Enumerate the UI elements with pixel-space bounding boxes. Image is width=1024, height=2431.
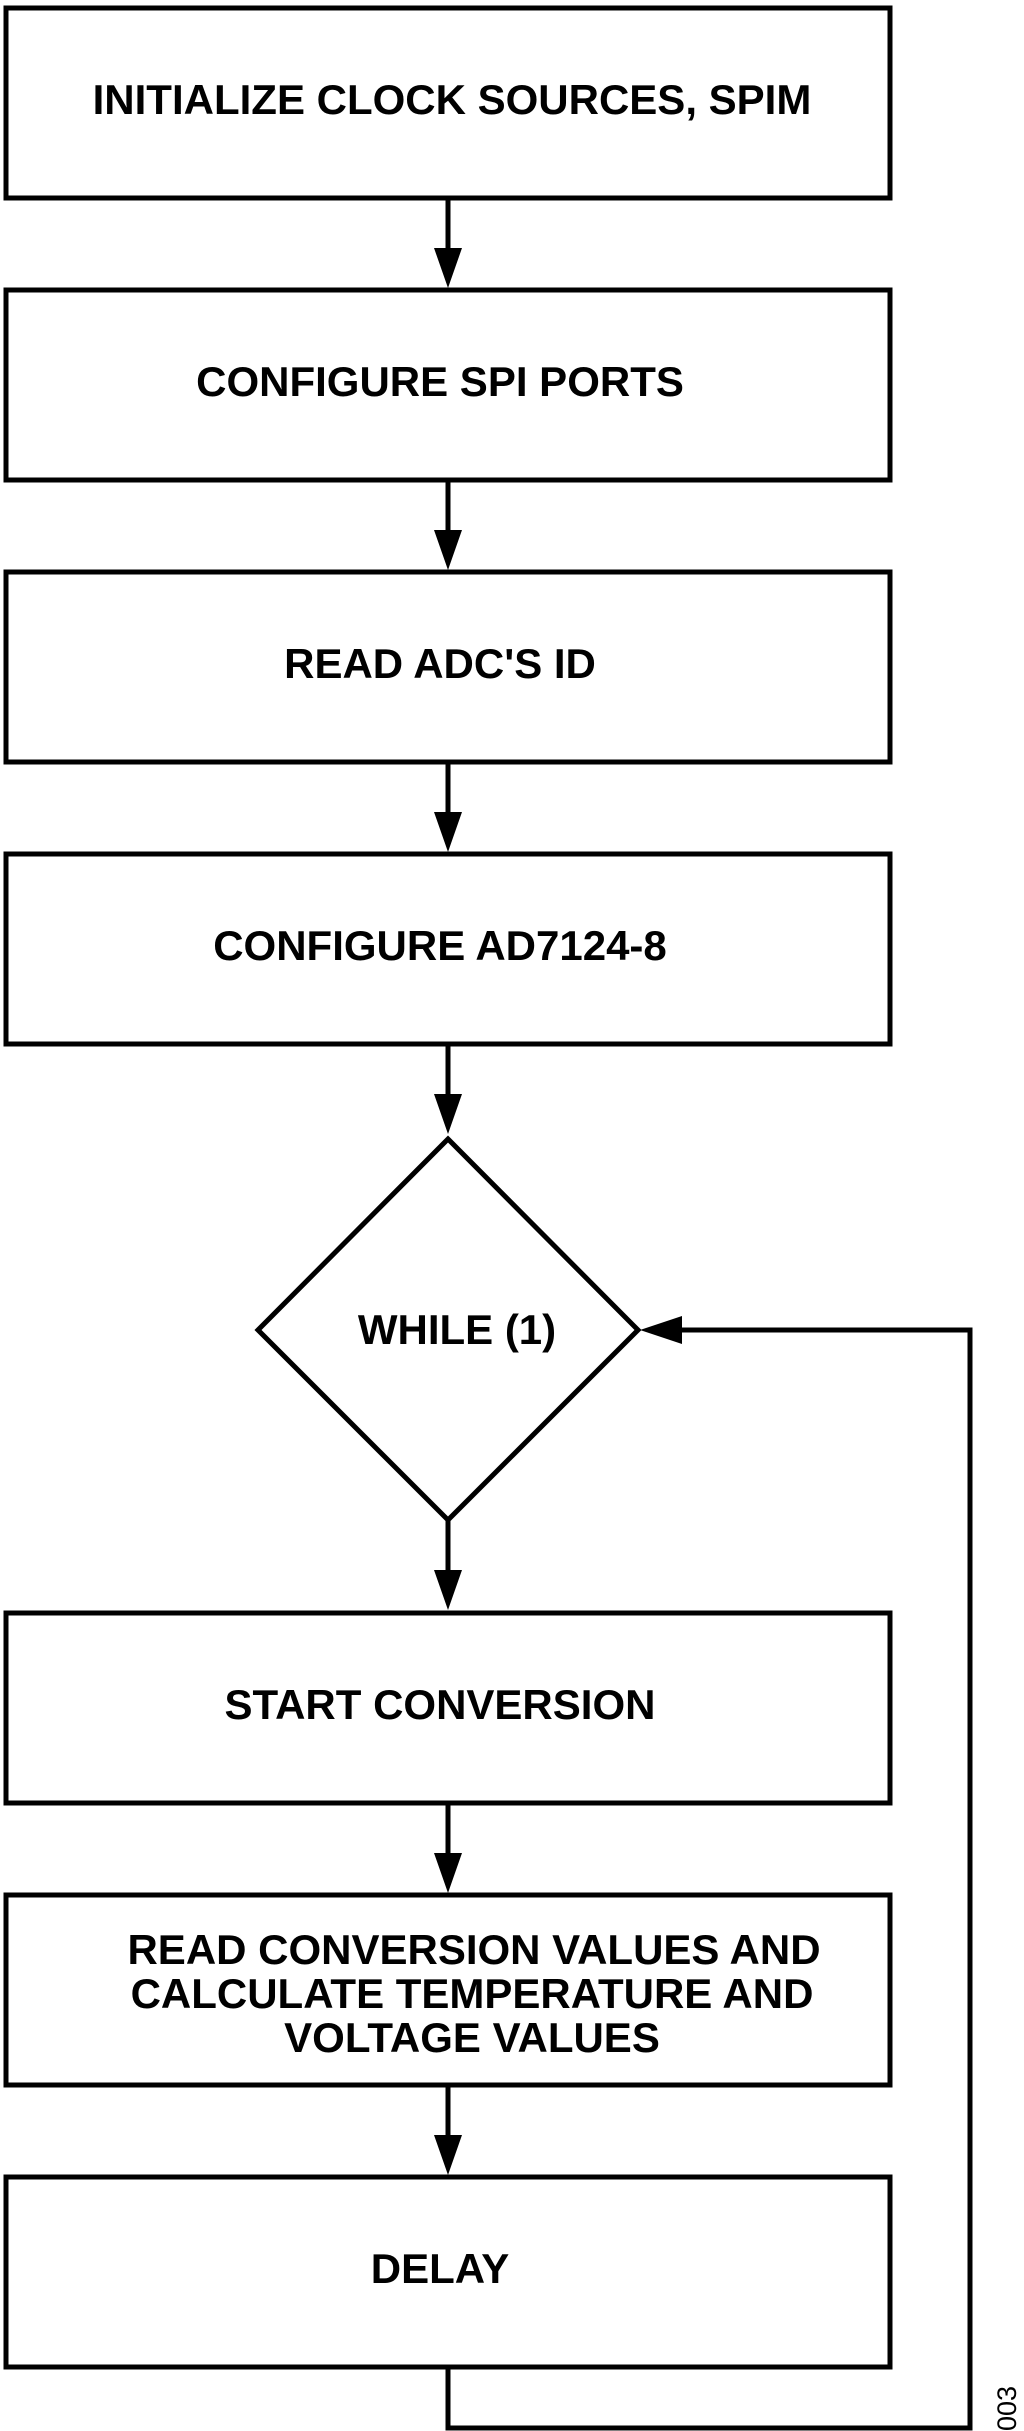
step-label: DELAY <box>371 2245 510 2292</box>
step-read-adc-id: READ ADC'S ID <box>3 569 893 765</box>
step-label: CONFIGURE SPI PORTS <box>196 358 684 405</box>
connector-arrow <box>434 1520 462 1610</box>
process-box <box>3 1610 893 1806</box>
step-label-line-1: READ CONVERSION VALUES AND <box>127 1926 820 1973</box>
loop-back-connector <box>445 1316 973 2431</box>
connector-arrow <box>434 1803 462 1893</box>
step-read-and-calculate: READ CONVERSION VALUES AND CALCULATE TEM… <box>3 1892 893 2088</box>
connector-arrow <box>434 480 462 570</box>
decision-while-loop: WHILE (1) <box>254 1135 642 1524</box>
connector-arrow <box>434 2085 462 2175</box>
step-label: CONFIGURE AD7124-8 <box>213 922 667 969</box>
step-configure-adc: CONFIGURE AD7124-8 <box>3 851 893 1047</box>
step-label-line-2: CALCULATE TEMPERATURE AND <box>131 1970 814 2017</box>
process-box <box>3 569 893 765</box>
step-initialize-clock: INITIALIZE CLOCK SOURCES, SPIM <box>3 5 893 201</box>
connector-arrow <box>434 198 462 288</box>
process-box <box>3 1892 893 2088</box>
connector-arrow <box>434 1044 462 1134</box>
decision-label: WHILE (1) <box>358 1306 556 1353</box>
figure-id: 003 <box>992 2386 1022 2431</box>
step-label-line-3: VOLTAGE VALUES <box>284 2014 660 2061</box>
step-label: START CONVERSION <box>225 1681 656 1728</box>
connector-arrow <box>434 762 462 852</box>
process-box <box>3 2174 893 2370</box>
step-start-conversion: START CONVERSION <box>3 1610 893 1806</box>
process-box <box>3 287 893 483</box>
step-configure-spi: CONFIGURE SPI PORTS <box>3 287 893 483</box>
step-delay: DELAY <box>3 2174 893 2370</box>
step-label: READ ADC'S ID <box>284 640 596 687</box>
step-label: INITIALIZE CLOCK SOURCES, SPIM <box>93 76 812 123</box>
process-box <box>3 5 893 201</box>
